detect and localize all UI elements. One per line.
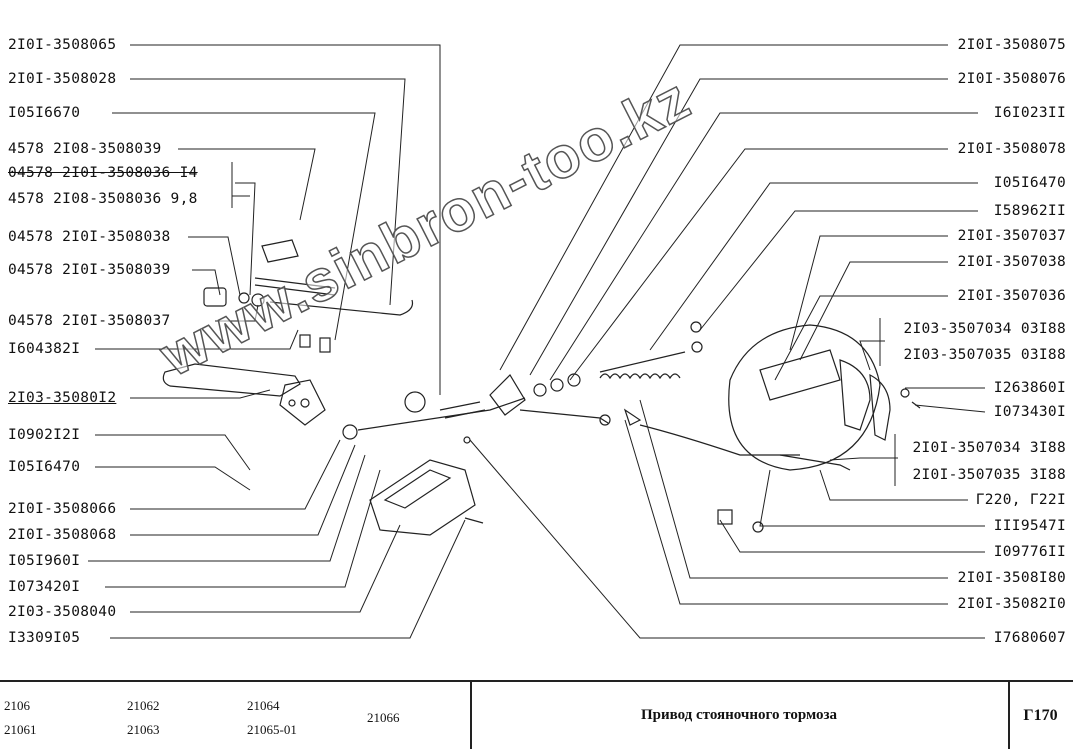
page-title: Привод стояночного тормоза [640, 707, 838, 723]
part-label-left: I604382I [6, 340, 83, 358]
part-label-right: 2I0I-3508076 [955, 70, 1068, 88]
leader-lines-right [469, 44, 986, 639]
footer-divider [470, 682, 472, 749]
part-label-right: 2I0I-3507036 [955, 287, 1068, 305]
part-label-left: 2I03-3508040 [6, 603, 119, 621]
part-label-right: 2I0I-35082I0 [955, 595, 1068, 613]
part-label-right: 2I0I-3507035 3I88 [910, 466, 1068, 484]
part-label-left: I05I960I [6, 552, 83, 570]
part-label-left: 2I0I-3508065 [6, 36, 119, 54]
part-label-right: 2I0I-3507037 [955, 227, 1068, 245]
footer-divider [1008, 682, 1010, 749]
part-label-right: I58962II [991, 202, 1068, 220]
part-label-right: I09776II [991, 543, 1068, 561]
part-label-left: I073420I [6, 578, 83, 596]
diagram-drawing [88, 44, 986, 639]
model-code: 21066 [367, 710, 400, 725]
model-code: 2106 [4, 698, 30, 713]
part-label-left: 04578 2I0I-3508037 [6, 312, 173, 330]
part-label-right: 2I0I-3507034 3I88 [910, 439, 1068, 457]
rear-cable [639, 424, 851, 533]
model-code: 21065-01 [247, 722, 297, 737]
cable-and-equalizer [342, 373, 642, 444]
model-code: 21061 [4, 722, 37, 737]
part-label-right: I05I6470 [991, 174, 1068, 192]
part-label-right: 2I0I-3508078 [955, 140, 1068, 158]
part-label-left: 04578 2I0I-3508038 [6, 228, 173, 246]
part-label-right: 2I0I-3507038 [955, 253, 1068, 271]
part-label-left: 4578 2I08-3508039 [6, 140, 164, 158]
part-label-left: I05I6470 [6, 458, 83, 476]
return-spring [599, 321, 703, 380]
part-label-left: I0902I2I [6, 426, 83, 444]
part-label-left: 4578 2I08-3508036 9,8 [6, 190, 200, 208]
page-code: Г170 [1023, 706, 1058, 724]
model-code: 21062 [127, 698, 160, 713]
model-code: 21063 [127, 722, 160, 737]
part-label-left: 2I0I-3508066 [6, 500, 119, 518]
model-code: 21064 [247, 698, 280, 713]
part-label-left: I05I6670 [6, 104, 83, 122]
part-label-left: I3309I05 [6, 629, 83, 647]
rod-assembly [203, 239, 414, 316]
part-label-right: I7680607 [991, 629, 1068, 647]
part-label-right: III9547I [991, 517, 1068, 535]
parts-diagram: www.sinbron-too.kz 2I0I-3508065 2I0I-350… [6, 36, 1068, 647]
leader-lines-left [88, 44, 466, 639]
part-label-left-struck: 04578 2I0I-3508036 I4 [6, 164, 200, 182]
tunnel-cover [369, 459, 484, 536]
part-label-left: 04578 2I0I-3508039 [6, 261, 173, 279]
part-label-left: 2I0I-3508068 [6, 526, 119, 544]
part-label-right: I263860I [991, 379, 1068, 397]
part-label-right: 2I0I-3508I80 [955, 569, 1068, 587]
part-label-left: 2I03-35080I2 [6, 389, 119, 407]
part-label-right: I6I023II [991, 104, 1068, 122]
hand-lever [162, 334, 331, 426]
part-label-right: 2I0I-3508075 [955, 36, 1068, 54]
part-label-right: 2I03-3507034 03I88 [901, 320, 1068, 338]
part-label-right: I073430I [991, 403, 1068, 421]
part-label-right: 2I03-3507035 03I88 [901, 346, 1068, 364]
brake-shield [728, 324, 921, 471]
part-label-left: 2I0I-3508028 [6, 70, 119, 88]
part-label-right: Г220, Г22I [973, 491, 1068, 509]
footer-bar: 2106 21062 21064 21061 21063 21065-01 21… [0, 680, 1073, 749]
